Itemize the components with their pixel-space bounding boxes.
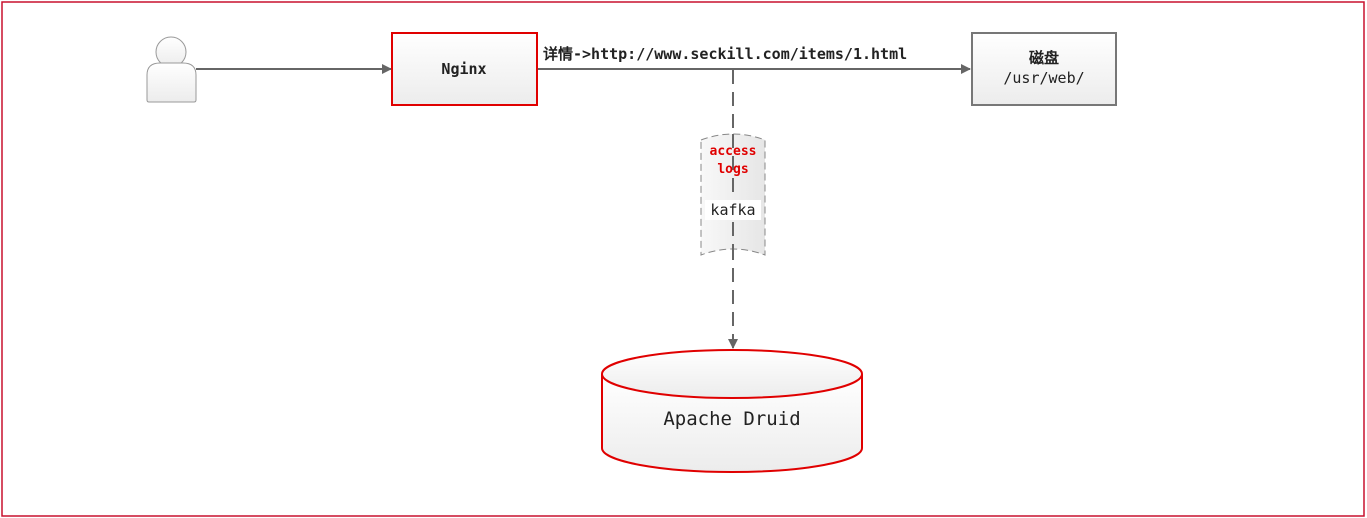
access-logs-line2: logs [717, 162, 748, 177]
user-icon [146, 36, 197, 103]
nginx-label: Nginx [441, 60, 486, 78]
edge-url-label: 详情->http://www.seckill.com/items/1.html [543, 45, 907, 63]
disk-node: 磁盘 /usr/web/ [971, 32, 1117, 106]
access-logs-line1: access [710, 144, 757, 159]
kafka-label: kafka [710, 201, 755, 219]
disk-path: /usr/web/ [1003, 69, 1084, 87]
disk-label: 磁盘 [1029, 49, 1059, 67]
nginx-node: Nginx [391, 32, 538, 106]
druid-node: Apache Druid [601, 349, 863, 473]
kafka-node: access logs kafka [700, 133, 766, 256]
druid-label: Apache Druid [663, 408, 800, 430]
